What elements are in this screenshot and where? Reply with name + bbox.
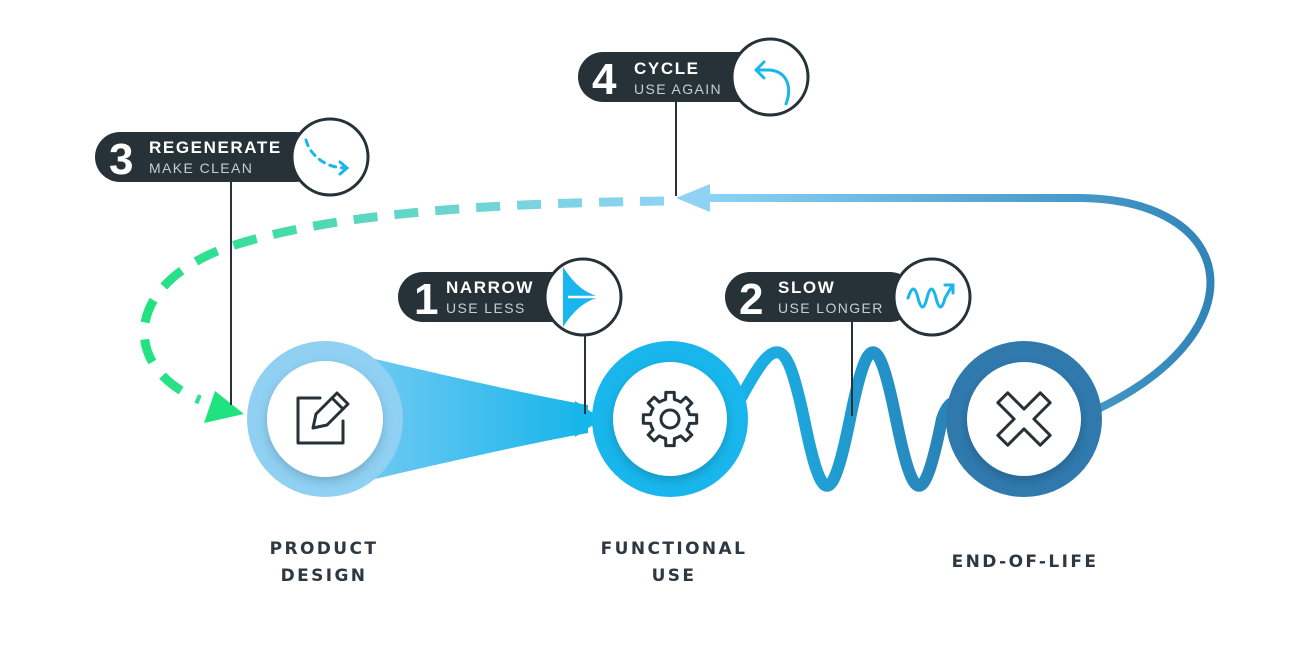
product-design-label-line1: PRODUCT (270, 539, 379, 559)
slow-wave (724, 346, 981, 492)
callout-narrow-number: 1 (414, 275, 438, 324)
regenerate-arrowhead (204, 391, 244, 423)
return-arrow-icon (754, 60, 791, 106)
regenerate-dashed-path (139, 196, 665, 405)
callout-narrow-title: NARROW (446, 278, 534, 297)
end-of-life-label: END-OF-LIFE (952, 552, 1099, 572)
callout-cycle-number: 4 (592, 55, 617, 104)
callout-regenerate-title: REGENERATE (149, 138, 282, 157)
product-design-label-line2: DESIGN (281, 566, 368, 586)
x-icon (996, 391, 1052, 447)
callout-slow: 2 SLOW USE LONGER (725, 257, 972, 337)
callout-slow-title: SLOW (778, 278, 835, 297)
gear-icon (641, 390, 699, 448)
cycle-return-path (696, 194, 1215, 412)
callout-cycle-subtitle: USE AGAIN (634, 81, 722, 97)
stage-product-design (247, 341, 403, 497)
cycle-return-arrowhead (676, 184, 710, 212)
wave-arrow-icon (906, 283, 955, 309)
callout-slow-subtitle: USE LONGER (778, 300, 884, 316)
callout-narrow-subtitle: USE LESS (446, 300, 526, 316)
functional-use-label-line2: USE (652, 566, 697, 586)
stage-end-of-life (946, 341, 1102, 497)
functional-use-label-line1: FUNCTIONAL (601, 539, 748, 559)
narrow-arrow-icon (563, 267, 611, 327)
narrow-arrowhead (575, 401, 602, 437)
callout-cycle-title: CYCLE (634, 59, 700, 78)
callout-regenerate: 3 REGENERATE MAKE CLEAN (95, 117, 370, 197)
stage-functional-use (592, 341, 748, 497)
callout-regenerate-number: 3 (109, 135, 133, 184)
callout-slow-number: 2 (739, 275, 763, 324)
callout-narrow: 1 NARROW USE LESS (398, 257, 623, 337)
edit-icon (296, 391, 350, 445)
dashed-arrow-icon (304, 138, 350, 176)
callout-cycle: 4 CYCLE USE AGAIN (578, 37, 810, 117)
callout-regenerate-subtitle: MAKE CLEAN (149, 160, 253, 176)
